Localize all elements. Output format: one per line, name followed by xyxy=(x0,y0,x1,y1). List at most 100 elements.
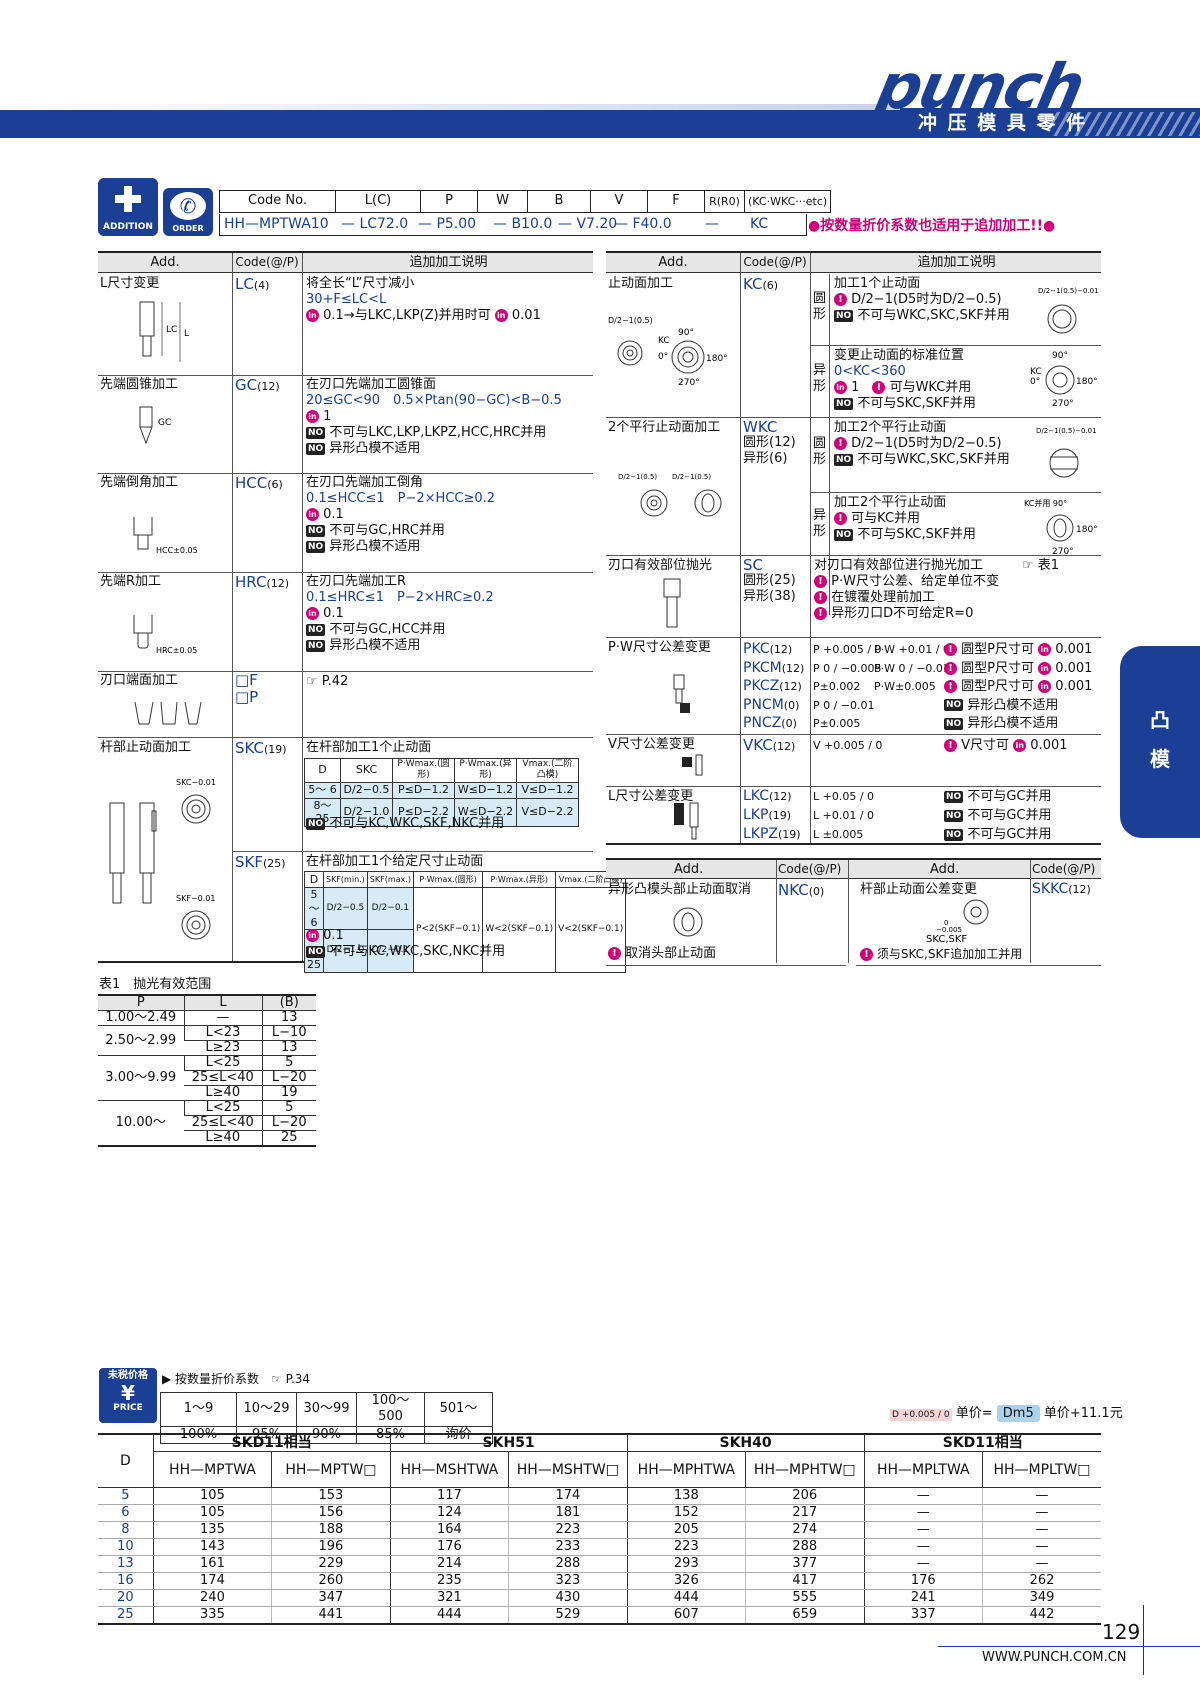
wkc-l2: 不可与WKC,SKC,SKF并用 xyxy=(857,452,1010,467)
price-cell: — xyxy=(982,1487,1101,1505)
hrc-l2: 0.1≤HRC≤1 P−2×HRC≥0.2 xyxy=(306,590,494,605)
in-icon: in xyxy=(306,309,319,322)
price-cell: 156 xyxy=(271,1504,391,1522)
lc-dim-l: L xyxy=(184,329,189,339)
vkc-price: (12) xyxy=(772,740,796,753)
alert-icon: ! xyxy=(944,680,957,694)
nkc-name: 异形凸模头部止动面取消 xyxy=(608,882,752,897)
t1-l: L<23 xyxy=(183,1025,262,1041)
price-cell: 262 xyxy=(982,1572,1101,1590)
skf-foot2: NO 不可与KC,WKC,SKC,NKC并用 xyxy=(306,944,506,959)
wkc-desc2: 加工2个平行止动面 ! 可与KC并用 NO 不可与SKC,SKF并用 xyxy=(834,495,976,543)
kc-d2: D/2−1(0.5) xyxy=(608,316,653,325)
gc-diagram: GC xyxy=(139,406,171,445)
no-icon: NO xyxy=(306,524,326,537)
skc-th-2: P·Wmax.(圆形) xyxy=(392,758,455,783)
price-cell: — xyxy=(863,1521,983,1539)
vkc-note-row: ! V尺寸可 in 0.001 xyxy=(944,738,1068,754)
cb-v2: — P5.00 xyxy=(418,216,477,232)
price-size: 8 xyxy=(98,1521,154,1539)
lc-l3: in 0.1→与LKC,LKP(Z)并用时可 in 0.01 xyxy=(306,308,541,324)
price-cell: 214 xyxy=(389,1555,509,1573)
price-cell: 555 xyxy=(745,1589,865,1607)
no-icon: NO xyxy=(306,623,326,636)
price-cell: — xyxy=(863,1555,983,1573)
gc-l3: in 1 xyxy=(306,409,562,425)
discount-qty: 100～500 xyxy=(356,1392,425,1427)
sc-name: 刃口有效部位抛光 xyxy=(608,558,713,573)
skf-price: (25) xyxy=(263,857,286,870)
kcs-kc: KC xyxy=(1030,367,1042,377)
alert-icon: ! xyxy=(944,739,957,752)
price-cell: 349 xyxy=(982,1589,1101,1607)
nkc-table: Add. Code(@/P) Add. Code(@/P) 异形凸模头部止动面取… xyxy=(606,858,1101,966)
discount-note: ●按数量折价系数也适用于追加加工!!● xyxy=(808,218,1056,234)
t1-h0: P xyxy=(98,995,184,1011)
brand-subtitle: 冲 压 模 具 零 件 xyxy=(918,112,1088,134)
in-icon: in xyxy=(1013,739,1027,752)
kc-round-dim: D/2−1(0.5)−0.01 xyxy=(1038,287,1099,295)
pkc-code: PNCZ(0) xyxy=(743,715,797,732)
discount-qty: 501～ xyxy=(424,1392,493,1427)
gc-l5: NO 异形凸模不适用 xyxy=(306,441,421,456)
lc-code: LC(4) xyxy=(235,275,269,294)
kc-l2-row: NO 不可与WKC,SKC,SKF并用 xyxy=(834,308,1010,324)
dm5-note: D +0.005 / 0 单价= Dm5 单价+11.1元 xyxy=(890,1405,1123,1422)
lkc-note: NO 不可与GC并用 xyxy=(944,789,1052,804)
price-cell: 347 xyxy=(271,1589,391,1607)
sc-l1: P·W尺寸公差、给定单位不变 xyxy=(831,574,999,589)
kc-code: KC(6) xyxy=(743,275,778,294)
skc-diagram: SKC−0.01 SKF−0.01 xyxy=(109,778,216,940)
skkc-diagram: 0 −0.005 SKC,SKF xyxy=(926,899,989,945)
vkc-tol: V +0.005 / 0 xyxy=(813,739,883,752)
no-icon: NO xyxy=(944,717,964,730)
price-cell: — xyxy=(982,1521,1101,1539)
skkc-code: SKKC(12) xyxy=(1032,881,1091,899)
pkc-note: ! 圆型P尺寸可 in 0.001 xyxy=(944,642,1092,658)
skc-foot-text: 不可与KC,WKC,SKF,NKC并用 xyxy=(329,816,505,831)
skc-th-4: Vmax.(二阶凸模) xyxy=(516,758,579,783)
gc-l4: NO 不可与LKC,LKP,LKPZ,HCC,HRC并用 xyxy=(306,425,547,440)
price-cell: — xyxy=(863,1504,983,1522)
skc-th-0: D xyxy=(304,758,341,783)
wkcs-180: 180° xyxy=(1076,525,1098,535)
hrc-diagram: HRC±0.05 xyxy=(133,615,197,655)
t1-b: 5 xyxy=(261,1055,316,1071)
skf-th-1: SKF(min.) xyxy=(323,871,368,888)
price-cell: 176 xyxy=(389,1538,509,1556)
header-stripes xyxy=(1050,112,1200,136)
price-cell: 444 xyxy=(389,1606,509,1625)
skc-r0-1: D/2−0.5 xyxy=(340,781,393,799)
lkc-code: LKPZ(19) xyxy=(743,826,801,842)
skf-desc: 在杆部加工1个给定尺寸止动面 xyxy=(306,854,484,869)
code-bar-header: Code No. L(C) P W B V F R(R0) (KC·WKC···… xyxy=(219,190,832,213)
price-col: HH—MPLTW□ xyxy=(982,1451,1101,1488)
side-tab-1: 凸 xyxy=(1150,708,1170,732)
skc-price: (19) xyxy=(264,743,287,756)
cb-h1: L(C) xyxy=(335,190,421,213)
price-cn: 未税价格 xyxy=(108,1370,148,1381)
cb-v0: HH—MPTWA10 xyxy=(224,216,329,232)
in-icon: in xyxy=(1038,661,1052,675)
alert-icon: ! xyxy=(834,293,847,306)
cb-v8: KC xyxy=(750,216,769,232)
dm5-tol: D +0.005 / 0 xyxy=(890,1409,952,1421)
footer-vline xyxy=(1143,1605,1144,1675)
kc-180: 180° xyxy=(706,354,728,364)
no-icon: NO xyxy=(944,790,964,803)
right-grid-header: Add. Code(@/P) 追加加工说明 xyxy=(606,253,1101,273)
lh-desc: 追加加工说明 xyxy=(409,255,488,270)
pkc-tol: P 0 / −0.005 xyxy=(813,661,882,675)
price-cell: 174 xyxy=(508,1487,628,1505)
alert-icon: ! xyxy=(814,607,827,620)
nkc-diagram xyxy=(673,907,703,937)
side-tab: 凸 模 xyxy=(1120,646,1200,838)
